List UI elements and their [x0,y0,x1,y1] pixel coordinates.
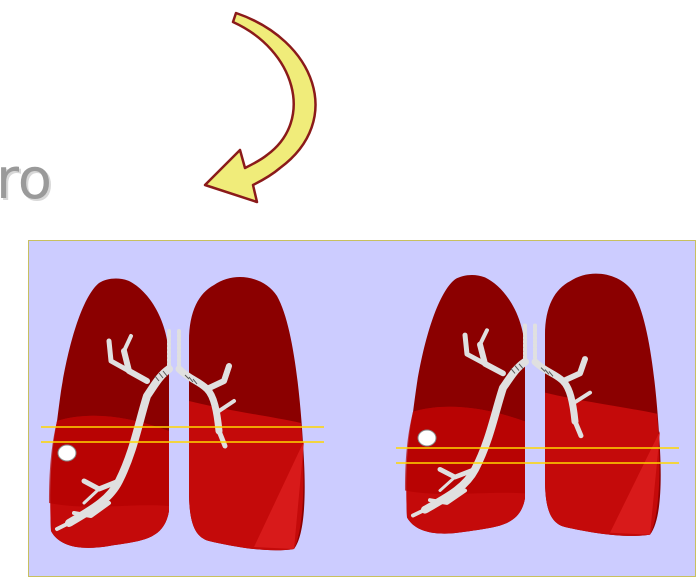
slide-title-fragment: ro [0,152,52,208]
curved-arrow-icon [195,0,335,220]
lungs-after-illustration [405,274,661,536]
lesion-marker [418,430,436,446]
lungs-before-illustration [41,277,324,550]
illustration-panel [28,240,696,577]
lesion-marker [58,445,76,461]
